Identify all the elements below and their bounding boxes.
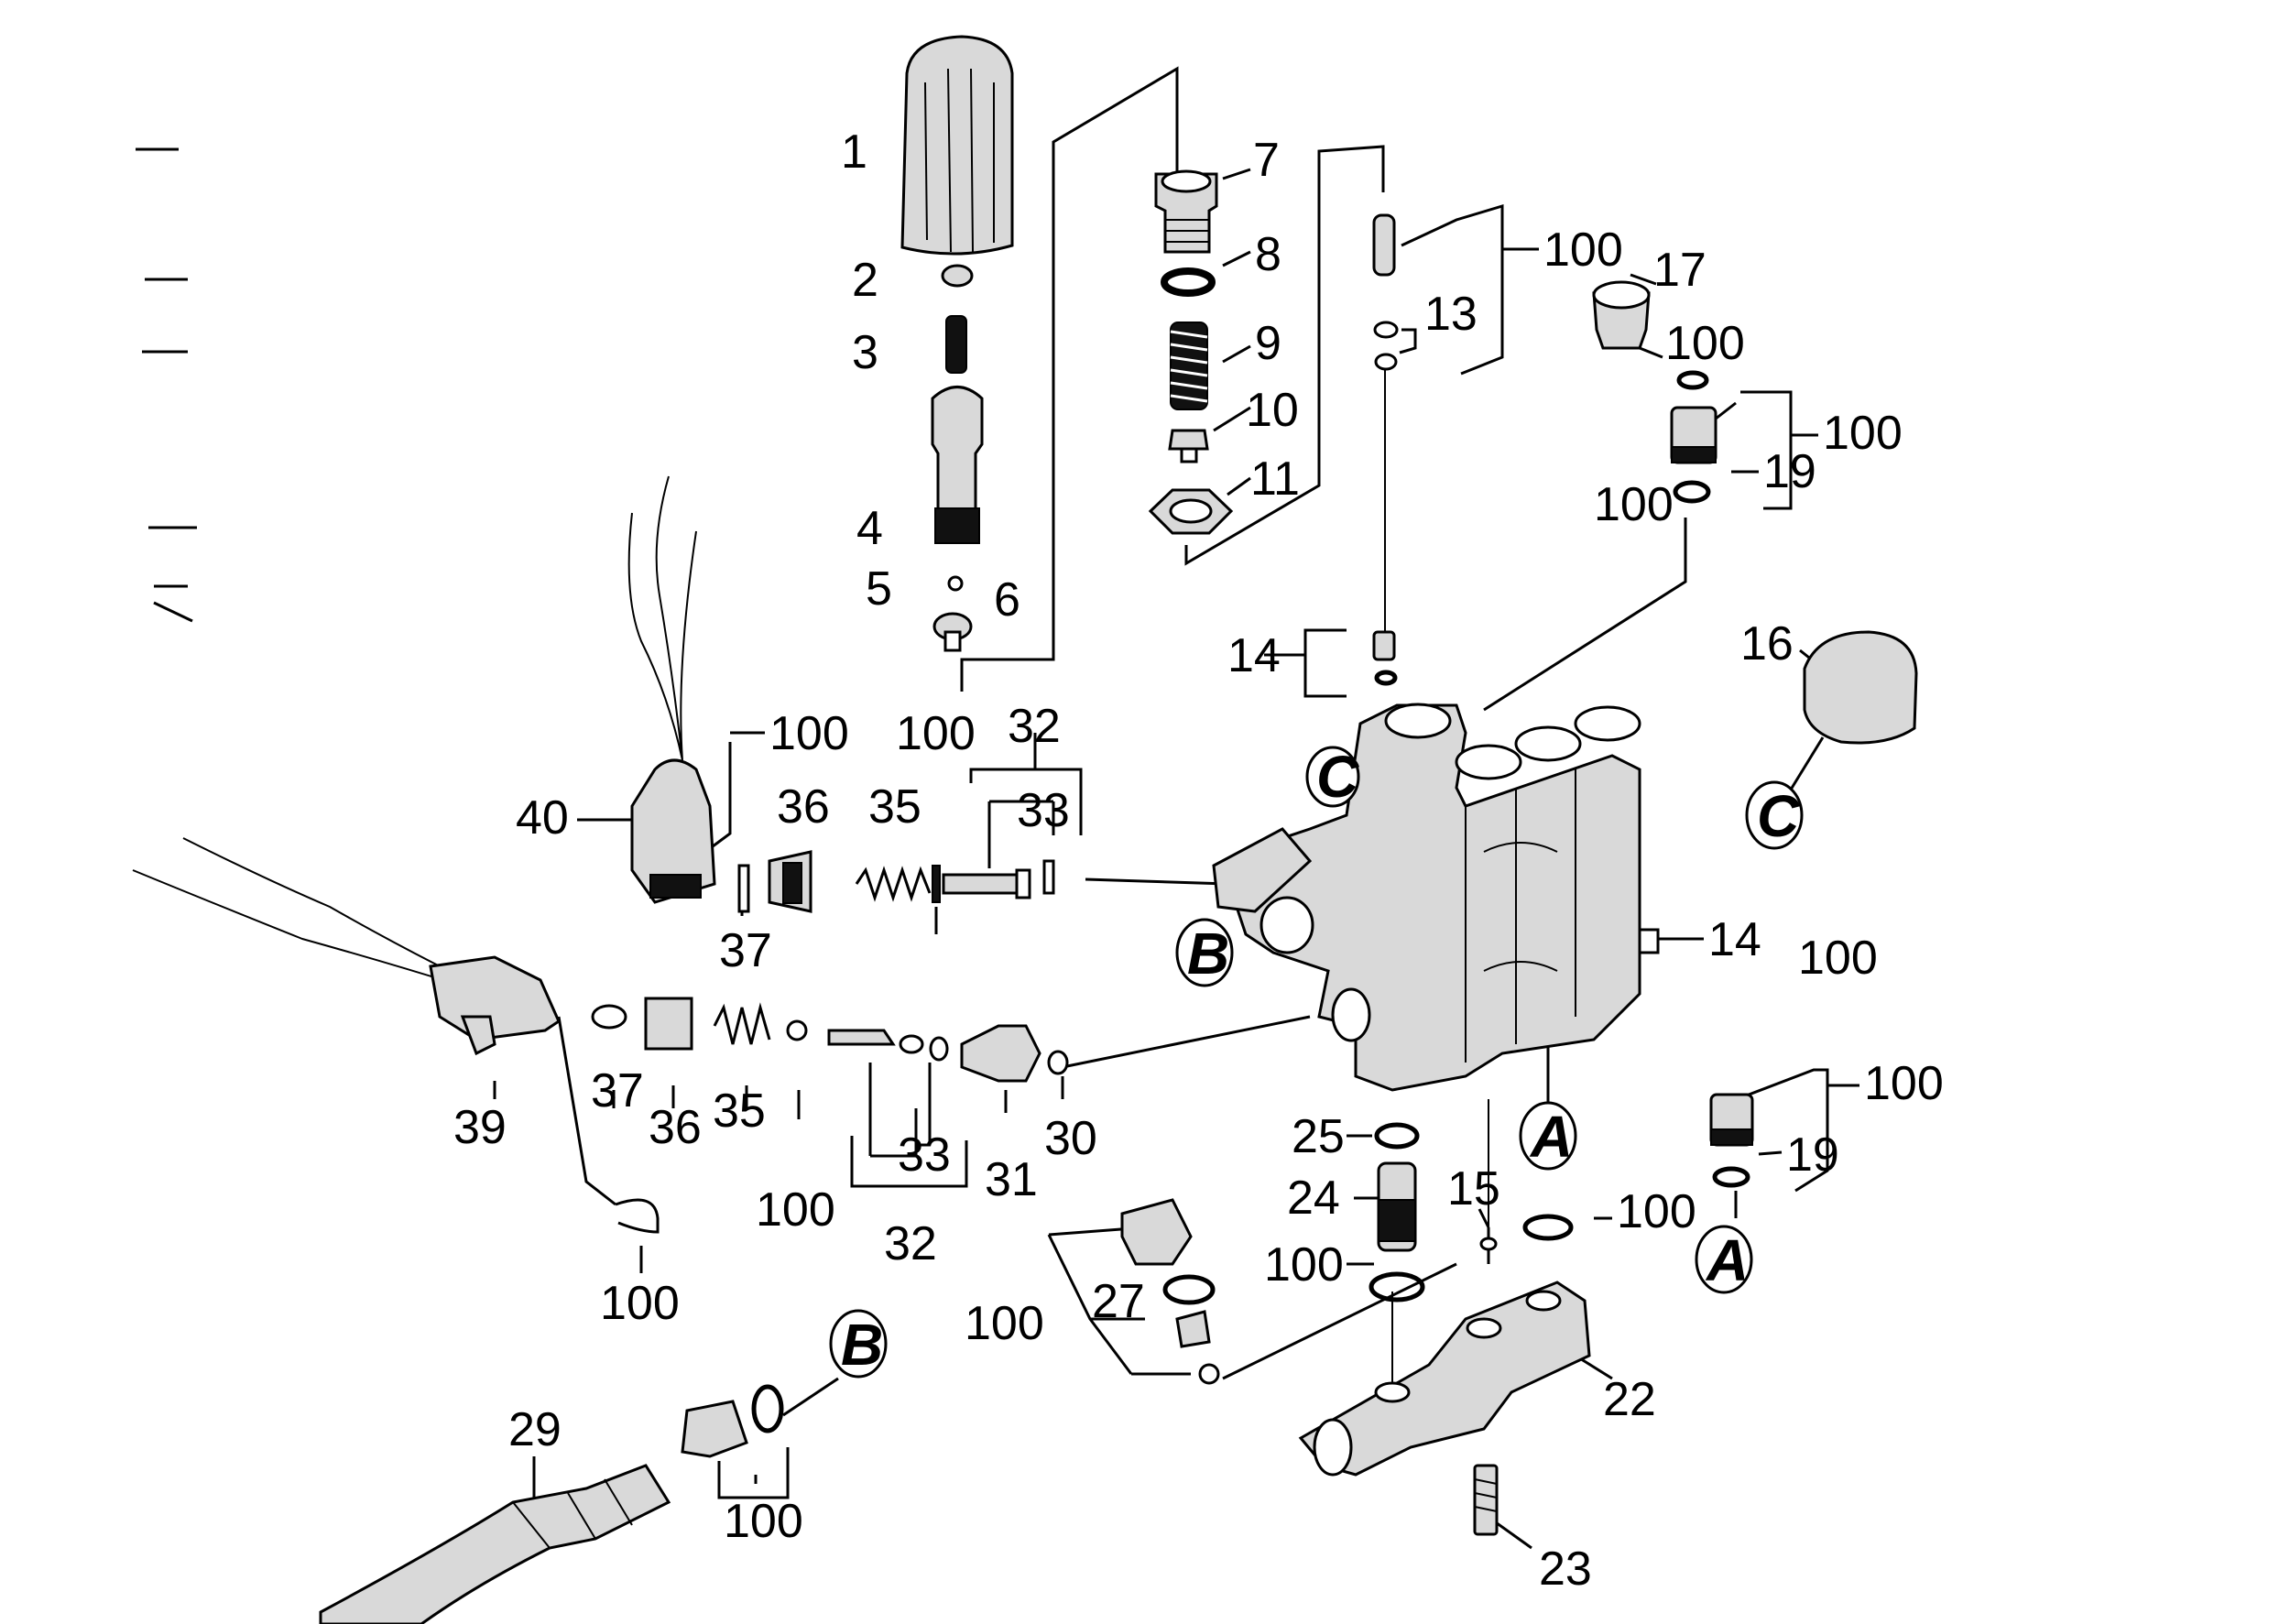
ref-circle-b1 [1175,918,1234,987]
label-part-35-a: 35 [868,780,921,834]
ref-circle-c2 [1745,780,1804,850]
label-part-11: 11 [1250,452,1300,506]
label-part-19-a: 19 [1763,445,1816,498]
label-part-100-i: 100 [769,707,849,760]
label-part-3: 3 [852,326,878,379]
label-part-33-b: 33 [898,1128,951,1182]
label-part-14-b: 14 [1708,913,1761,966]
label-part-24: 24 [1287,1172,1340,1225]
label-part-39: 39 [453,1101,507,1154]
ref-label-a1: A [1529,1104,1573,1170]
label-part-100-j: 100 [896,707,976,760]
label-part-37-b: 37 [591,1064,644,1117]
reference-markers: C C B B A A [829,744,1804,1379]
label-part-100-g: 100 [965,1297,1044,1350]
label-part-40: 40 [516,791,569,845]
label-part-100-m: 100 [1798,932,1878,985]
label-part-2: 2 [852,254,878,307]
label-part-100-d: 100 [1864,1057,1944,1110]
ref-circle-a1 [1519,1101,1577,1171]
label-part-16: 16 [1740,617,1794,670]
label-part-4: 4 [856,502,883,555]
label-part-19-b: 19 [1786,1128,1839,1182]
label-part-30: 30 [1044,1112,1097,1165]
label-part-36-b: 36 [649,1101,702,1154]
label-part-100-h: 100 [724,1495,803,1548]
ref-label-c1: C [1316,744,1359,810]
label-part-35-b: 35 [713,1084,766,1138]
ref-label-b2: B [841,1312,883,1378]
part-number-labels: 1 2 3 4 5 6 7 8 9 10 11 13 100 14 14 15 … [453,125,1944,1596]
ref-label-c2: C [1757,783,1800,849]
label-part-15: 15 [1447,1162,1500,1215]
label-part-8: 8 [1255,228,1281,281]
label-part-37-a: 37 [719,924,772,977]
label-part-7: 7 [1253,134,1280,187]
label-part-29: 29 [508,1403,562,1456]
ref-circle-b2 [829,1309,888,1379]
part-illustrations [132,35,1918,1624]
label-part-33-a: 33 [1017,784,1070,837]
ref-circle-c1 [1305,746,1360,808]
label-part-10: 10 [1246,384,1299,437]
label-part-100-n: 100 [1594,478,1674,531]
label-part-23: 23 [1539,1542,1592,1596]
label-part-32-b: 32 [884,1217,937,1270]
label-part-100-a: 100 [1543,223,1623,277]
label-part-100-k: 100 [756,1183,835,1237]
label-part-100-l: 100 [600,1277,680,1330]
label-part-31: 31 [985,1153,1038,1206]
label-part-5: 5 [866,562,892,616]
label-part-32-a: 32 [1008,700,1061,753]
label-part-13: 13 [1424,288,1478,341]
label-part-100-c: 100 [1823,407,1903,460]
label-part-25: 25 [1292,1110,1345,1163]
label-part-17: 17 [1653,244,1707,297]
label-part-1: 1 [841,125,867,179]
label-part-6: 6 [994,573,1020,627]
ref-circle-a2 [1695,1225,1753,1294]
label-part-14-a: 14 [1227,629,1281,682]
label-part-22: 22 [1603,1373,1656,1426]
label-part-36-a: 36 [777,780,830,834]
label-part-100-b: 100 [1665,317,1745,370]
label-part-27: 27 [1092,1275,1145,1328]
label-part-100-e: 100 [1264,1238,1344,1292]
ref-label-a2: A [1705,1227,1749,1293]
label-part-100-f: 100 [1617,1185,1696,1238]
label-part-9: 9 [1255,317,1281,370]
ref-label-b1: B [1187,921,1229,986]
